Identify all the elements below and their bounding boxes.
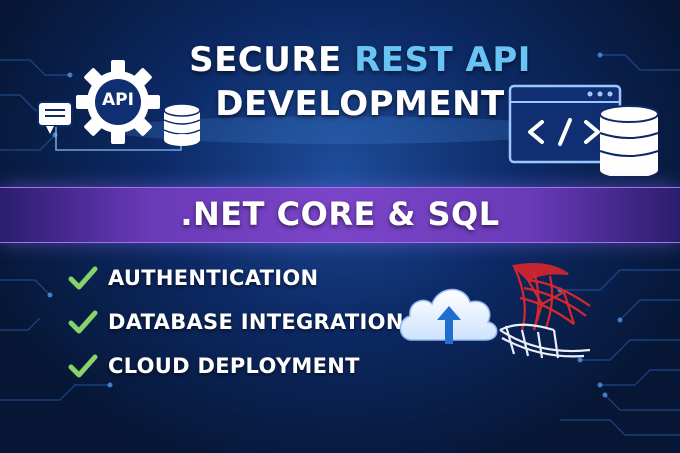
title-prefix: SECURE: [189, 40, 342, 80]
database-icon: [163, 103, 201, 146]
title-line-2: DEVELOPMENT: [215, 84, 505, 124]
feature-list: AUTHENTICATION DATABASE INTEGRATION CLOU…: [68, 256, 404, 388]
feature-item: AUTHENTICATION: [68, 256, 404, 300]
feature-label: CLOUD DEPLOYMENT: [108, 354, 360, 378]
check-icon: [68, 266, 98, 290]
title-accent: REST API: [354, 40, 531, 80]
cloud-upload-icon: [399, 288, 498, 344]
gear-icon: [76, 60, 160, 144]
browser-code-icon: [508, 84, 622, 164]
check-icon: [68, 310, 98, 334]
api-badge-label: API: [102, 90, 134, 110]
database-icon: [599, 105, 659, 176]
browser-code-cluster: [508, 84, 659, 176]
chat-bubble-icon: [37, 101, 73, 134]
feature-label: AUTHENTICATION: [108, 266, 319, 290]
feature-label: DATABASE INTEGRATION: [108, 310, 404, 334]
banner-text: .NET CORE & SQL: [180, 195, 500, 233]
page-title: SECURE REST API DEVELOPMENT: [170, 38, 550, 126]
sql-server-logo: [499, 263, 591, 359]
tech-banner: [0, 187, 680, 243]
check-icon: [68, 354, 98, 378]
api-gear-cluster: [37, 60, 201, 151]
feature-item: CLOUD DEPLOYMENT: [68, 344, 404, 388]
feature-item: DATABASE INTEGRATION: [68, 300, 404, 344]
